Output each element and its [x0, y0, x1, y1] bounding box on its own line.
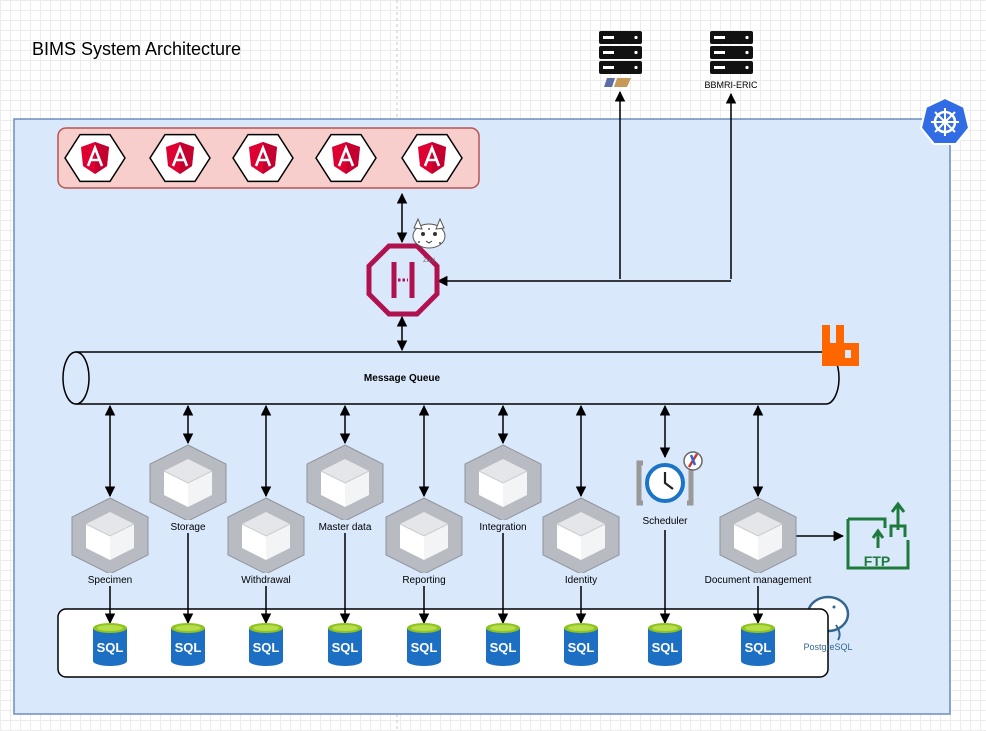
external-server-bbmri[interactable] [710, 31, 753, 74]
sql-label-7: SQL [568, 640, 595, 655]
angular-app-icon-5 [401, 133, 463, 183]
sql-database-icon-4: SQL [328, 623, 362, 666]
sql-database-icon-6: SQL [486, 623, 520, 666]
service-scheduler[interactable] [636, 451, 703, 506]
service-label-reporting: Reporting [402, 575, 445, 586]
service-identity[interactable] [542, 497, 620, 575]
external-system-1-logo-icon [604, 78, 631, 87]
service-storage[interactable] [149, 444, 227, 522]
sql-database-icon-7: SQL [564, 623, 598, 666]
angular-app-icon-4 [315, 133, 377, 183]
service-label-withdrawal: Withdrawal [241, 575, 290, 586]
sql-database-icon-9: SQL [741, 623, 775, 666]
diagram-title: BIMS System Architecture [32, 39, 241, 59]
service-label-storage: Storage [170, 522, 205, 533]
service-integration[interactable] [464, 444, 542, 522]
message-queue-label: Message Queue [364, 373, 441, 384]
external-system-bbmri-label: BBMRI-ERIC [704, 80, 758, 90]
external-server-1[interactable] [599, 31, 642, 87]
zuul-logo-text: Zuul [423, 258, 435, 264]
service-label-specimen: Specimen [88, 575, 132, 586]
quartz-logo-icon [683, 451, 703, 471]
sql-label-5: SQL [411, 640, 438, 655]
service-label-scheduler: Scheduler [642, 516, 688, 527]
sql-database-icon-5: SQL [407, 623, 441, 666]
service-label-document-management: Document management [705, 575, 812, 586]
service-label-integration: Integration [479, 522, 526, 533]
angular-app-icon-2 [149, 133, 211, 183]
angular-app-icon-1 [64, 133, 126, 183]
sql-database-icon-3: SQL [249, 623, 283, 666]
sql-label-1: SQL [97, 640, 124, 655]
service-withdrawal[interactable] [227, 497, 305, 575]
message-queue[interactable] [62, 351, 840, 405]
api-gateway[interactable] [366, 243, 440, 317]
angular-app-icon-3 [232, 133, 294, 183]
sql-label-6: SQL [490, 640, 517, 655]
service-specimen[interactable] [71, 497, 149, 575]
sql-database-icon-1: SQL [93, 623, 127, 666]
service-label-master-data: Master data [319, 522, 372, 533]
sql-label-3: SQL [253, 640, 280, 655]
kubernetes-icon [919, 96, 971, 145]
zuul-mascot-icon [412, 217, 446, 249]
ftp-icon [846, 501, 910, 570]
sql-label-2: SQL [175, 640, 202, 655]
sql-database-icon-2: SQL [171, 623, 205, 666]
service-label-identity: Identity [565, 575, 597, 586]
service-document-management[interactable] [719, 497, 797, 575]
sql-label-4: SQL [332, 640, 359, 655]
sql-label-8: SQL [652, 640, 679, 655]
sql-database-icon-8: SQL [648, 623, 682, 666]
ftp-label: FTP [864, 553, 890, 569]
rabbitmq-icon [822, 325, 859, 366]
service-master-data[interactable] [306, 444, 384, 522]
sql-label-9: SQL [745, 640, 772, 655]
postgresql-label: PostgreSQL [803, 642, 852, 652]
